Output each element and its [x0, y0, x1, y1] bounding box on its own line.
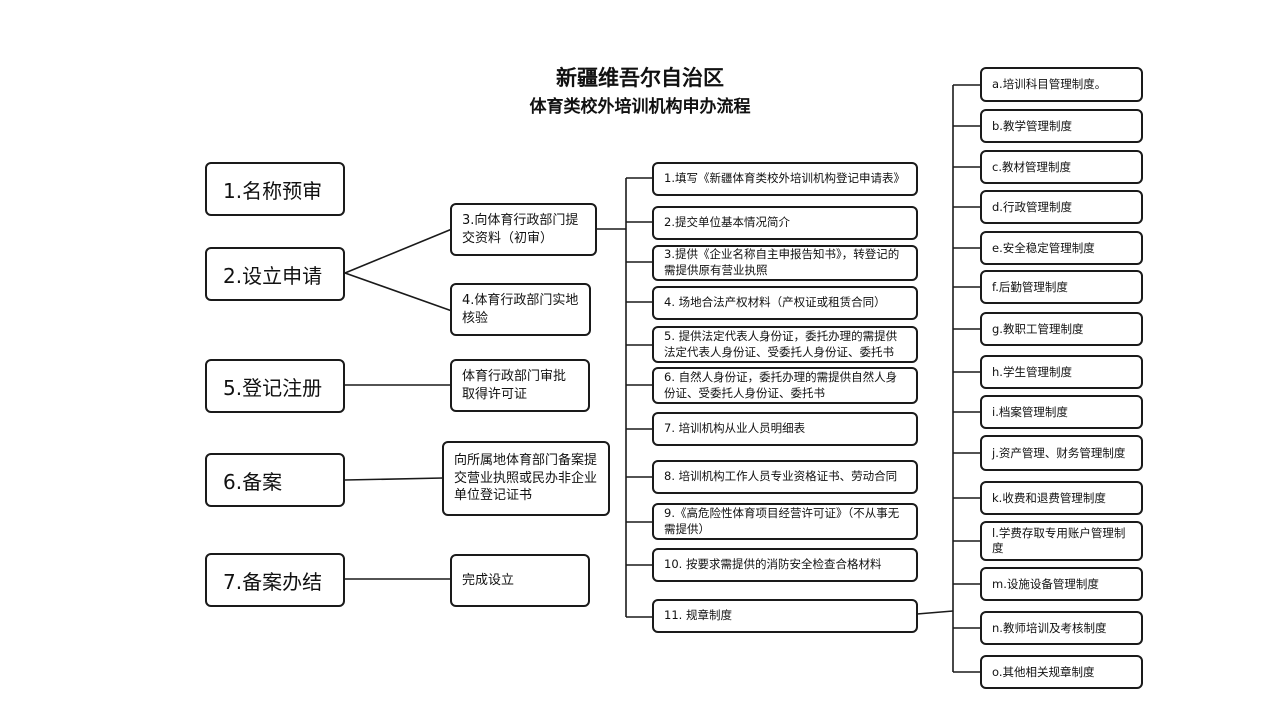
- regulation-item: f.后勤管理制度: [980, 270, 1143, 304]
- regulation-item: k.收费和退费管理制度: [980, 481, 1143, 515]
- material-item: 2.提交单位基本情况简介: [652, 206, 918, 240]
- material-item: 7. 培训机构从业人员明细表: [652, 412, 918, 446]
- regulation-item: i.档案管理制度: [980, 395, 1143, 429]
- regulation-item: a.培训科目管理制度。: [980, 67, 1143, 102]
- step-site-verification: 4.体育行政部门实地核验: [450, 283, 591, 336]
- regulation-item: h.学生管理制度: [980, 355, 1143, 389]
- regulation-item: n.教师培训及考核制度: [980, 611, 1143, 645]
- step-complete: 完成设立: [450, 554, 590, 607]
- stage-name-review: 1.名称预审: [205, 162, 345, 216]
- stage-registration: 5.登记注册: [205, 359, 345, 413]
- material-item: 1.填写《新疆体育类校外培训机构登记申请表》: [652, 162, 918, 196]
- stage-filing: 6.备案: [205, 453, 345, 507]
- step-submit-materials: 3.向体育行政部门提交资料（初审）: [450, 203, 597, 256]
- regulation-item: o.其他相关规章制度: [980, 655, 1143, 689]
- regulation-item: g.教职工管理制度: [980, 312, 1143, 346]
- title-region: 新疆维吾尔自治区: [556, 66, 724, 90]
- regulation-item: b.教学管理制度: [980, 109, 1143, 143]
- material-item: 9.《高危险性体育项目经营许可证》（不从事无需提供）: [652, 503, 918, 540]
- stage-filing-complete: 7.备案办结: [205, 553, 345, 607]
- material-item: 3.提供《企业名称自主申报告知书》，转登记的需提供原有营业执照: [652, 245, 918, 281]
- material-item: 6. 自然人身份证，委托办理的需提供自然人身份证、受委托人身份证、委托书: [652, 367, 918, 404]
- regulation-item: l.学费存取专用账户管理制度: [980, 521, 1143, 561]
- material-item: 8. 培训机构工作人员专业资格证书、劳动合同: [652, 460, 918, 494]
- material-item: 10. 按要求需提供的消防安全检查合格材料: [652, 548, 918, 582]
- material-item: 5. 提供法定代表人身份证，委托办理的需提供法定代表人身份证、受委托人身份证、委…: [652, 326, 918, 363]
- regulation-item: m.设施设备管理制度: [980, 567, 1143, 601]
- regulation-item: d.行政管理制度: [980, 190, 1143, 224]
- step-approval-license: 体育行政部门审批取得许可证: [450, 359, 590, 412]
- material-item: 4. 场地合法产权材料（产权证或租赁合同）: [652, 286, 918, 320]
- regulation-item: j.资产管理、财务管理制度: [980, 435, 1143, 471]
- regulation-item: c.教材管理制度: [980, 150, 1143, 184]
- stage-establish-application: 2.设立申请: [205, 247, 345, 301]
- title-process: 体育类校外培训机构申办流程: [529, 97, 751, 117]
- regulation-item: e.安全稳定管理制度: [980, 231, 1143, 265]
- step-filing-submit: 向所属地体育部门备案提交营业执照或民办非企业单位登记证书: [442, 441, 610, 516]
- material-item-regulations: 11. 规章制度: [652, 599, 918, 633]
